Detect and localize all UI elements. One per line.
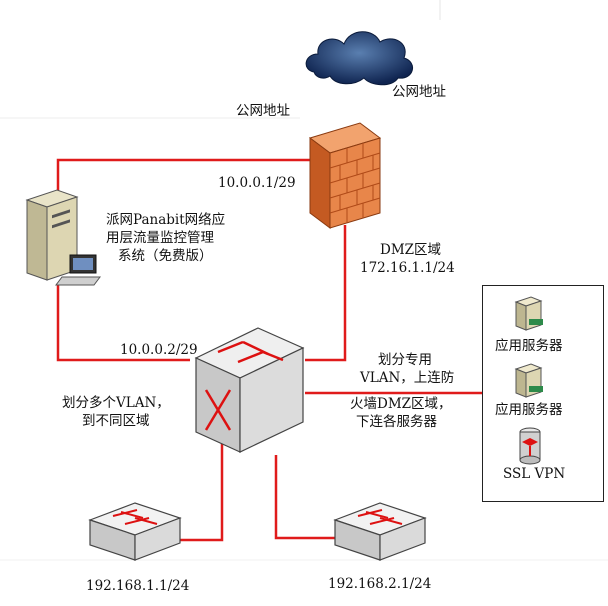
firewall-inside-ip-label: 10.0.0.1/29 [218, 175, 296, 191]
cloud-icon [305, 31, 413, 86]
access-switch-1-icon [88, 502, 182, 561]
subnet-1-label: 192.168.1.1/24 [86, 578, 190, 594]
panabit-desc-line2: 用层流量监控管理 [106, 230, 214, 246]
panabit-desc-line1: 派网Panabit网络应 [106, 212, 226, 228]
dmz-vlan-note-line2: VLAN，上连防 [360, 370, 455, 386]
server-2-label: 应用服务器 [495, 402, 563, 418]
firewall-public-address-label: 公网地址 [236, 103, 290, 119]
dmz-title-label: DMZ区域 [380, 242, 442, 258]
dmz-vlan-note-line1: 划分专用 [378, 352, 432, 368]
link-core-subnet1 [175, 440, 224, 542]
app-server-icon [514, 296, 543, 331]
firewall-icon [308, 122, 382, 229]
link-panabit-core [56, 283, 190, 362]
vpn-appliance-icon [519, 427, 541, 465]
vlan-note-line2: 到不同区域 [82, 413, 150, 429]
dmz-ip-label: 172.16.1.1/24 [360, 260, 455, 276]
server-1-label: 应用服务器 [495, 338, 563, 354]
link-firewall-dmz [305, 225, 347, 362]
core-switch-icon [194, 327, 305, 453]
app-server-icon [514, 363, 543, 398]
subnet-2-label: 192.168.2.1/24 [328, 576, 432, 592]
vlan-note-line1: 划分多个VLAN， [62, 395, 170, 411]
server-group-box: 应用服务器 应用服务器 SSL VPN [482, 285, 604, 502]
core-uplink-ip-label: 10.0.0.2/29 [120, 342, 198, 358]
link-firewall-panabit [56, 158, 310, 195]
panabit-desc-line3: 系统（免费版） [118, 248, 213, 264]
link-core-subnet2 [274, 455, 335, 540]
access-switch-2-icon [333, 502, 427, 561]
cloud-public-address-label: 公网地址 [392, 84, 446, 100]
ssl-vpn-label: SSL VPN [503, 466, 566, 482]
dmz-vlan-note-line4: 下连各服务器 [356, 414, 437, 430]
server-computer-icon [25, 189, 101, 286]
dmz-vlan-note-line3: 火墙DMZ区域， [350, 396, 452, 412]
